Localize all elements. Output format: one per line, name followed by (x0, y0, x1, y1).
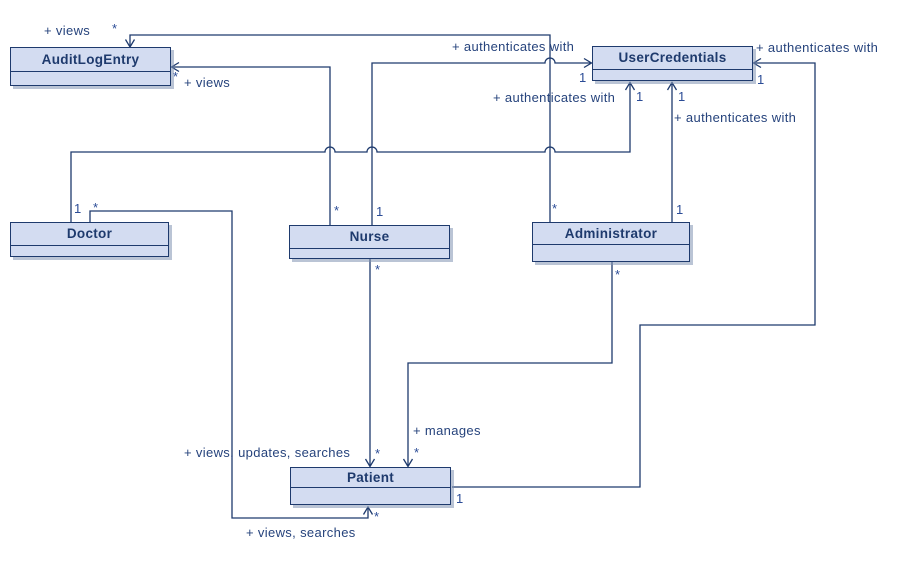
arrowhead-into-usercredentials-right (752, 57, 762, 69)
arrowhead-into-patient-top-left (364, 458, 376, 468)
class-attributes-auditlogentry (11, 71, 170, 85)
assoc-label-administrator-authenticates: + authenticates with (674, 110, 797, 125)
class-name-administrator: Administrator (564, 226, 658, 241)
class-box-patient[interactable]: Patient (290, 467, 451, 505)
mult-nurse-patient-source: * (375, 262, 381, 277)
mult-administrator-auth-end: 1 (676, 202, 684, 217)
assoc-label-patient-authenticates: + authenticates with (756, 40, 879, 55)
class-box-usercredentials[interactable]: UserCredentials (592, 46, 753, 81)
mult-usercredentials-left: 1 (579, 70, 587, 85)
mult-doctor-patient-source: * (93, 200, 99, 215)
class-name-auditlogentry: AuditLogEntry (41, 52, 140, 67)
mult-doctor-auth-end: 1 (74, 201, 82, 216)
mult-doctor-patient-target: * (374, 509, 380, 524)
mult-administrator-manages-target: * (414, 445, 420, 460)
class-name-usercredentials: UserCredentials (618, 50, 727, 65)
mult-auditlogentry-right: * (173, 69, 179, 84)
class-box-doctor[interactable]: Doctor (10, 222, 169, 257)
class-box-auditlogentry[interactable]: AuditLogEntry (10, 47, 171, 86)
class-box-nurse[interactable]: Nurse (289, 225, 450, 259)
association-nurse-views-auditlogentry-line[interactable] (170, 61, 331, 226)
assoc-label-doctor-patient: + views, searches (246, 525, 356, 540)
arrowhead-into-patient-top-right (402, 458, 414, 468)
class-box-administrator[interactable]: Administrator (532, 222, 690, 262)
mult-usercredentials-bottom-right: 1 (678, 89, 686, 104)
association-administrator-authenticates-usercredentials-line[interactable] (666, 81, 678, 223)
class-attributes-administrator (533, 244, 689, 261)
association-nurse-authenticates-usercredentials-line[interactable] (371, 57, 593, 225)
assoc-label-nurse-authenticates: + authenticates with (452, 39, 575, 54)
association-administrator-manages-patient-line[interactable] (402, 262, 613, 468)
assoc-label-administrator-manages: + manages (413, 423, 481, 438)
arrowhead-into-usercredentials-bottom-left (624, 81, 636, 91)
mult-nurse-auth-end: 1 (376, 204, 384, 219)
assoc-label-administrator-views: + views (44, 23, 91, 38)
association-doctor-authenticates-usercredentials-line[interactable] (70, 81, 636, 223)
arrowhead-into-auditlogentry-right (170, 61, 180, 73)
class-attributes-nurse (290, 248, 449, 258)
mult-nurse-views-end: * (334, 203, 340, 218)
arrowhead-into-usercredentials-bottom-right (666, 81, 678, 91)
class-name-patient: Patient (346, 470, 395, 485)
assoc-label-nurse-views: + views (184, 75, 231, 90)
mult-administrator-manages-source: * (615, 267, 621, 282)
association-nurse-patient-line[interactable] (364, 259, 376, 468)
mult-usercredentials-right: 1 (757, 72, 765, 87)
mult-auditlogentry-top: * (112, 21, 118, 36)
association-patient-authenticates-usercredentials-line[interactable] (452, 57, 816, 488)
assoc-label-doctor-authenticates: + authenticates with (493, 90, 616, 105)
class-attributes-doctor (11, 245, 168, 256)
mult-usercredentials-bottom-left: 1 (636, 89, 644, 104)
mult-patient-auth-end: 1 (456, 491, 464, 506)
mult-nurse-patient-target: * (375, 446, 381, 461)
association-doctor-patient-line[interactable] (89, 210, 374, 519)
mult-administrator-views-end: * (552, 201, 558, 216)
class-name-doctor: Doctor (66, 226, 113, 241)
arrowhead-into-usercredentials-left (583, 57, 593, 69)
class-name-nurse: Nurse (349, 229, 390, 244)
arrowhead-into-patient-bottom (362, 505, 374, 515)
assoc-label-nurse-patient: + views, updates, searches (184, 445, 351, 460)
class-attributes-patient (291, 487, 450, 504)
class-attributes-usercredentials (593, 69, 752, 80)
